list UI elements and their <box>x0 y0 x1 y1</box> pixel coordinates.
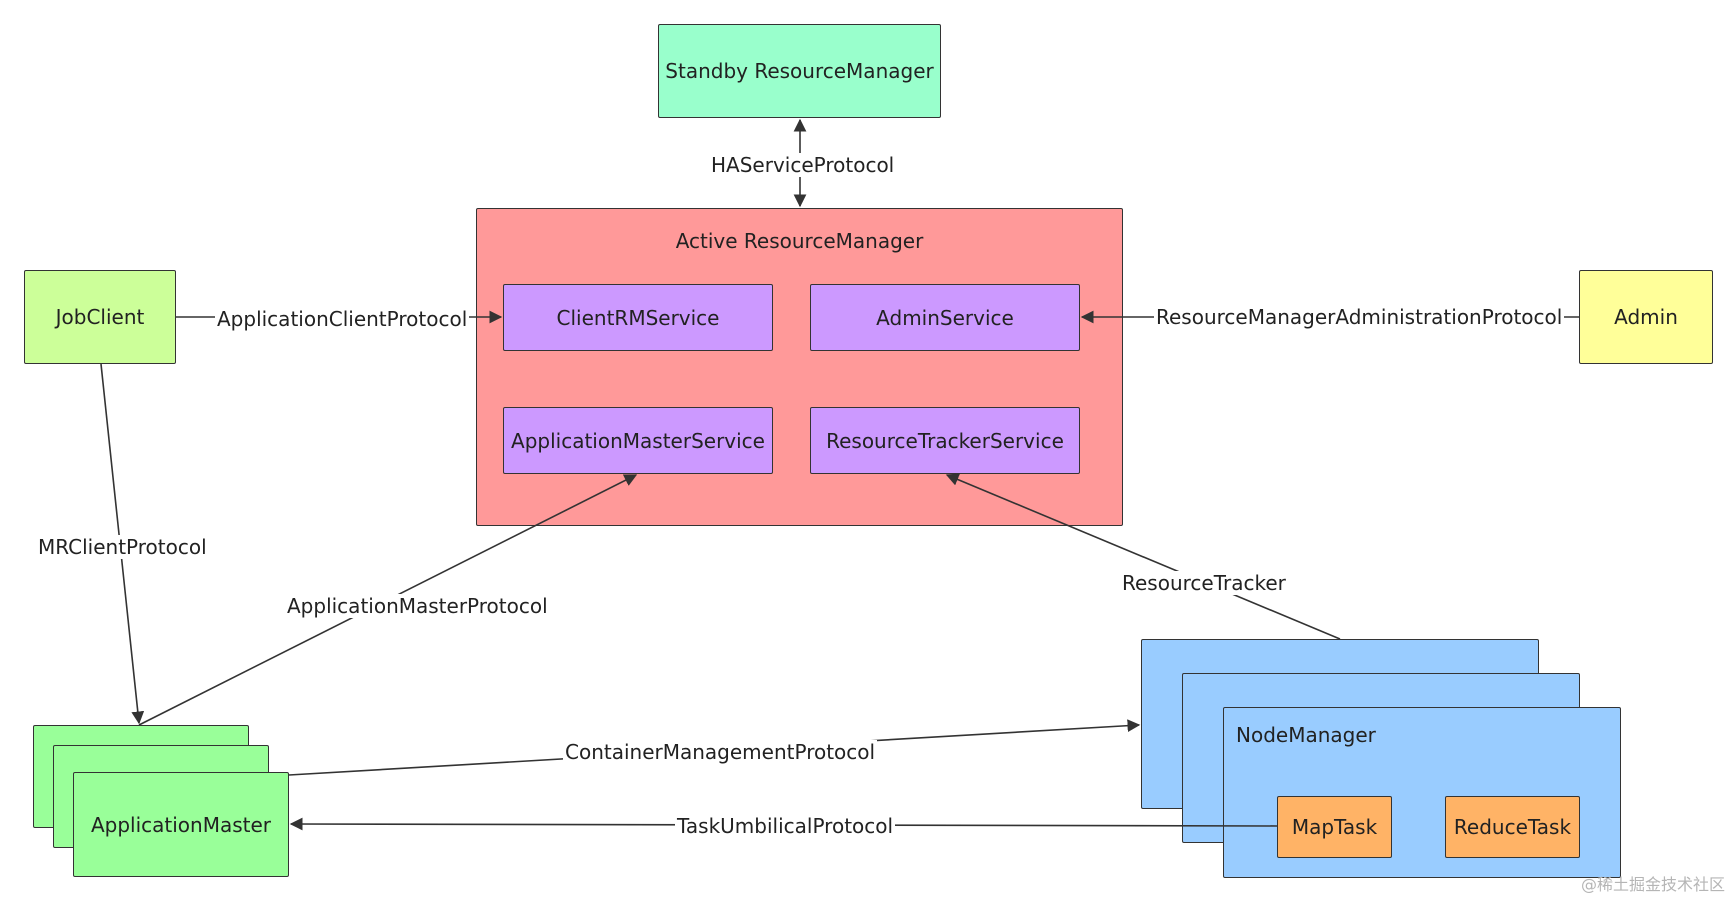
resource-tracker-edge <box>945 473 1341 640</box>
jobclient-node: JobClient <box>24 270 176 364</box>
maptask-label: MapTask <box>1291 815 1378 839</box>
admin-node: Admin <box>1579 270 1713 364</box>
applicationmaster-node: ApplicationMaster <box>73 772 289 877</box>
resourcetrackerservice-label: ResourceTrackerService <box>826 428 1064 453</box>
maptask-node: MapTask <box>1277 796 1392 858</box>
rm-admin-protocol-label: ResourceManagerAdministrationProtocol <box>1154 305 1565 329</box>
mr-client-protocol-label: MRClientProtocol <box>36 535 209 559</box>
clientrmservice-node: ClientRMService <box>503 284 773 351</box>
adminservice-label: AdminService <box>876 305 1014 330</box>
jobclient-label: JobClient <box>55 305 145 329</box>
applicationmasterservice-node: ApplicationMasterService <box>503 407 773 474</box>
clientrmservice-label: ClientRMService <box>556 305 720 330</box>
applicationmaster-label: ApplicationMaster <box>90 812 272 837</box>
admin-label: Admin <box>1614 305 1678 329</box>
nodemanager-label: NodeManager <box>1236 723 1376 747</box>
adminservice-node: AdminService <box>810 284 1080 351</box>
standby-resourcemanager-label: Standby ResourceManager <box>665 59 934 83</box>
container-management-protocol-label: ContainerManagementProtocol <box>563 740 878 764</box>
reducetask-node: ReduceTask <box>1445 796 1580 858</box>
application-client-protocol-label: ApplicationClientProtocol <box>215 307 470 331</box>
task-umbilical-protocol-label: TaskUmbilicalProtocol <box>675 814 896 838</box>
watermark: @稀土掘金技术社区 <box>1580 875 1725 894</box>
resourcetrackerservice-node: ResourceTrackerService <box>810 407 1080 474</box>
applicationmasterservice-label: ApplicationMasterService <box>511 428 765 453</box>
active-resourcemanager-label: Active ResourceManager <box>675 229 924 253</box>
resource-tracker-label: ResourceTracker <box>1120 571 1288 595</box>
application-master-protocol-label: ApplicationMasterProtocol <box>285 594 550 618</box>
ha-service-protocol-label: HAServiceProtocol <box>709 153 897 177</box>
reducetask-label: ReduceTask <box>1453 815 1572 839</box>
standby-resourcemanager-node: Standby ResourceManager <box>658 24 941 118</box>
